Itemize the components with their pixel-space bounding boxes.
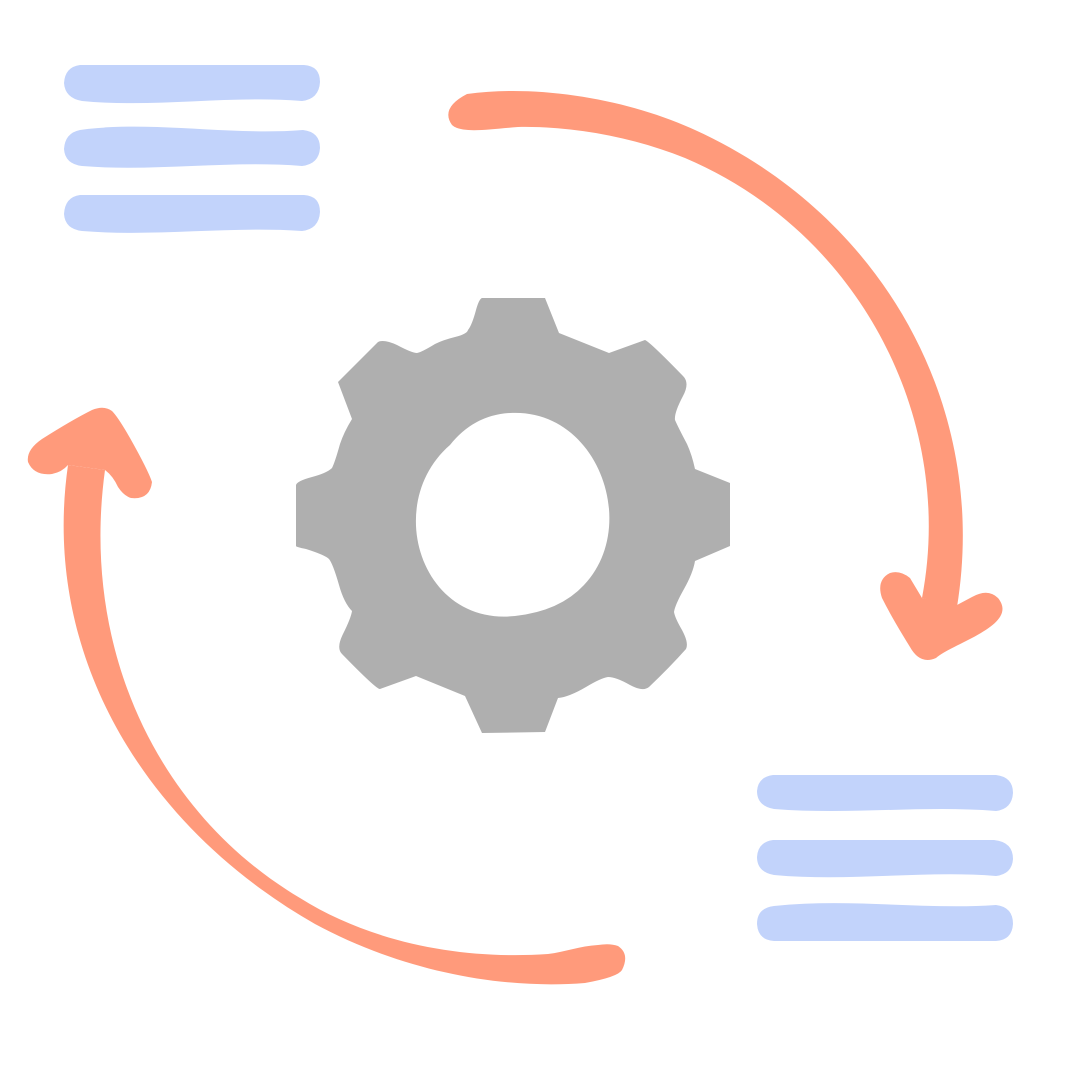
arrow-bottom-head (27, 407, 152, 499)
list-line-3 (64, 195, 320, 233)
text-lines-icon (64, 65, 320, 233)
list-line-2 (64, 126, 320, 168)
gear-icon (296, 298, 730, 733)
arrow-top-head (880, 572, 1003, 660)
text-lines-icon (757, 775, 1013, 941)
curved-arrow-icon (448, 91, 1003, 660)
list-line-1 (64, 65, 320, 104)
curved-arrow-icon (27, 407, 626, 985)
list-line-4 (757, 775, 1013, 811)
list-line-6 (757, 903, 1013, 941)
list-line-5 (757, 840, 1013, 878)
gear-body (296, 298, 730, 733)
